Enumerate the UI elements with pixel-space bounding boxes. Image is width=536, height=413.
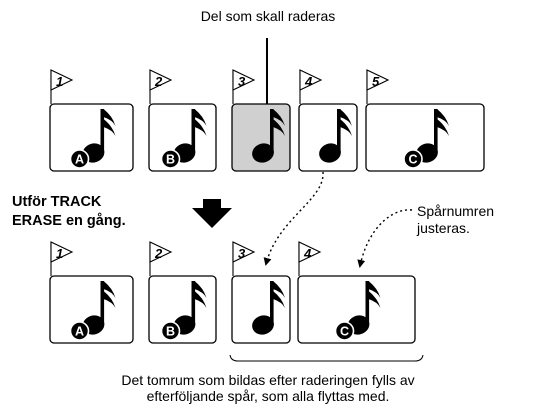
renumber-line-2: justeras.: [417, 220, 470, 236]
track-block: 3: [231, 241, 291, 344]
down-arrow-icon: [192, 199, 232, 228]
track-letter: B: [166, 153, 175, 167]
track-block: 5C: [365, 69, 485, 172]
track-number: 1: [56, 74, 63, 89]
renumber-line-1: Spårnumren: [417, 203, 495, 219]
music-note-icon: [347, 281, 381, 335]
music-note-icon: [319, 109, 352, 163]
track-letter: C: [340, 325, 349, 339]
track-letter-badge: C: [403, 149, 423, 169]
track-block: 4C: [297, 241, 416, 344]
track-flag-icon: 4: [298, 241, 322, 276]
caption-line-1: Det tomrum som bildas efter raderingen f…: [121, 372, 415, 388]
track-flag-icon: 1: [50, 241, 74, 276]
track-block: 3: [231, 69, 291, 172]
track-flag-icon: 3: [232, 241, 256, 276]
track-box: [365, 103, 485, 172]
track-block: 1A: [49, 69, 134, 172]
track-block: 2B: [148, 69, 217, 172]
action-line-1: Utför TRACK: [12, 194, 102, 210]
track-block: 1A: [49, 241, 134, 344]
track-box: [298, 103, 358, 172]
fill-gap-caption: Det tomrum som bildas efter raderingen f…: [0, 372, 536, 404]
track-number: 4: [304, 74, 313, 89]
track-letter: A: [75, 325, 84, 339]
track-number: 2: [154, 246, 163, 261]
track-flag-icon: 5: [366, 69, 390, 104]
track-number: 1: [56, 246, 63, 261]
track-number: 3: [238, 246, 246, 261]
track-block: 2B: [148, 241, 217, 344]
music-note-icon: [173, 109, 207, 163]
track-letter-badge: C: [334, 321, 355, 341]
track-flag-icon: 3: [232, 69, 256, 104]
track-flag-icon: 4: [299, 69, 323, 104]
track-flag-icon: 1: [50, 69, 74, 104]
move-arrow-track4: [263, 171, 324, 266]
track-letter-badge: B: [160, 149, 181, 169]
track-box: [231, 275, 291, 344]
erase-target-caption: Del som skall raderas: [200, 8, 336, 24]
track-flag-icon: 2: [149, 241, 173, 276]
music-note-icon: [252, 109, 285, 163]
track-letter: A: [75, 153, 84, 167]
action-line-2: ERASE en gång.: [12, 213, 126, 229]
moved-tracks-bracket: [229, 354, 424, 362]
track-number: 3: [238, 74, 246, 89]
track-number: 4: [303, 246, 312, 261]
track-box: [297, 275, 416, 344]
track-letter: C: [408, 153, 417, 167]
music-note-icon: [252, 281, 285, 335]
caption-line-2: efterföljande spår, som alla flyttas med…: [146, 388, 390, 404]
track-box: [231, 103, 291, 172]
track-flag-icon: 2: [149, 69, 173, 104]
track-number: 5: [372, 74, 380, 89]
action-instruction: Utför TRACK ERASE en gång.: [12, 193, 126, 231]
track-letter-badge: A: [69, 149, 90, 169]
renumber-note: Spårnumren justeras.: [417, 203, 494, 237]
track-letter-badge: B: [160, 321, 181, 341]
track-letter-badge: A: [69, 321, 90, 341]
move-arrow-track5: [357, 209, 413, 268]
track-block: 4: [298, 69, 358, 172]
track-number: 2: [154, 74, 163, 89]
track-letter: B: [166, 325, 175, 339]
